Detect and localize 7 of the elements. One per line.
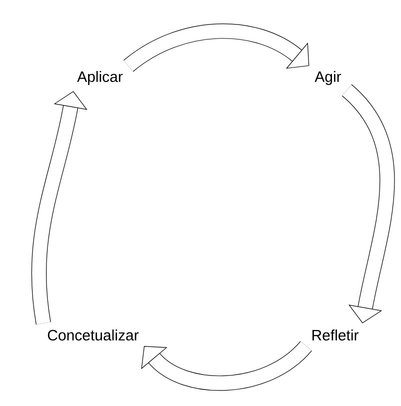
block-arrow — [124, 24, 310, 72]
text-label: Concetualizar — [48, 330, 139, 340]
text-label: Aplicar — [77, 71, 123, 85]
block-arrow — [141, 340, 312, 391]
text-label: Agir — [314, 71, 342, 85]
block-arrow — [341, 84, 395, 324]
text-label: Refletir — [312, 330, 358, 340]
